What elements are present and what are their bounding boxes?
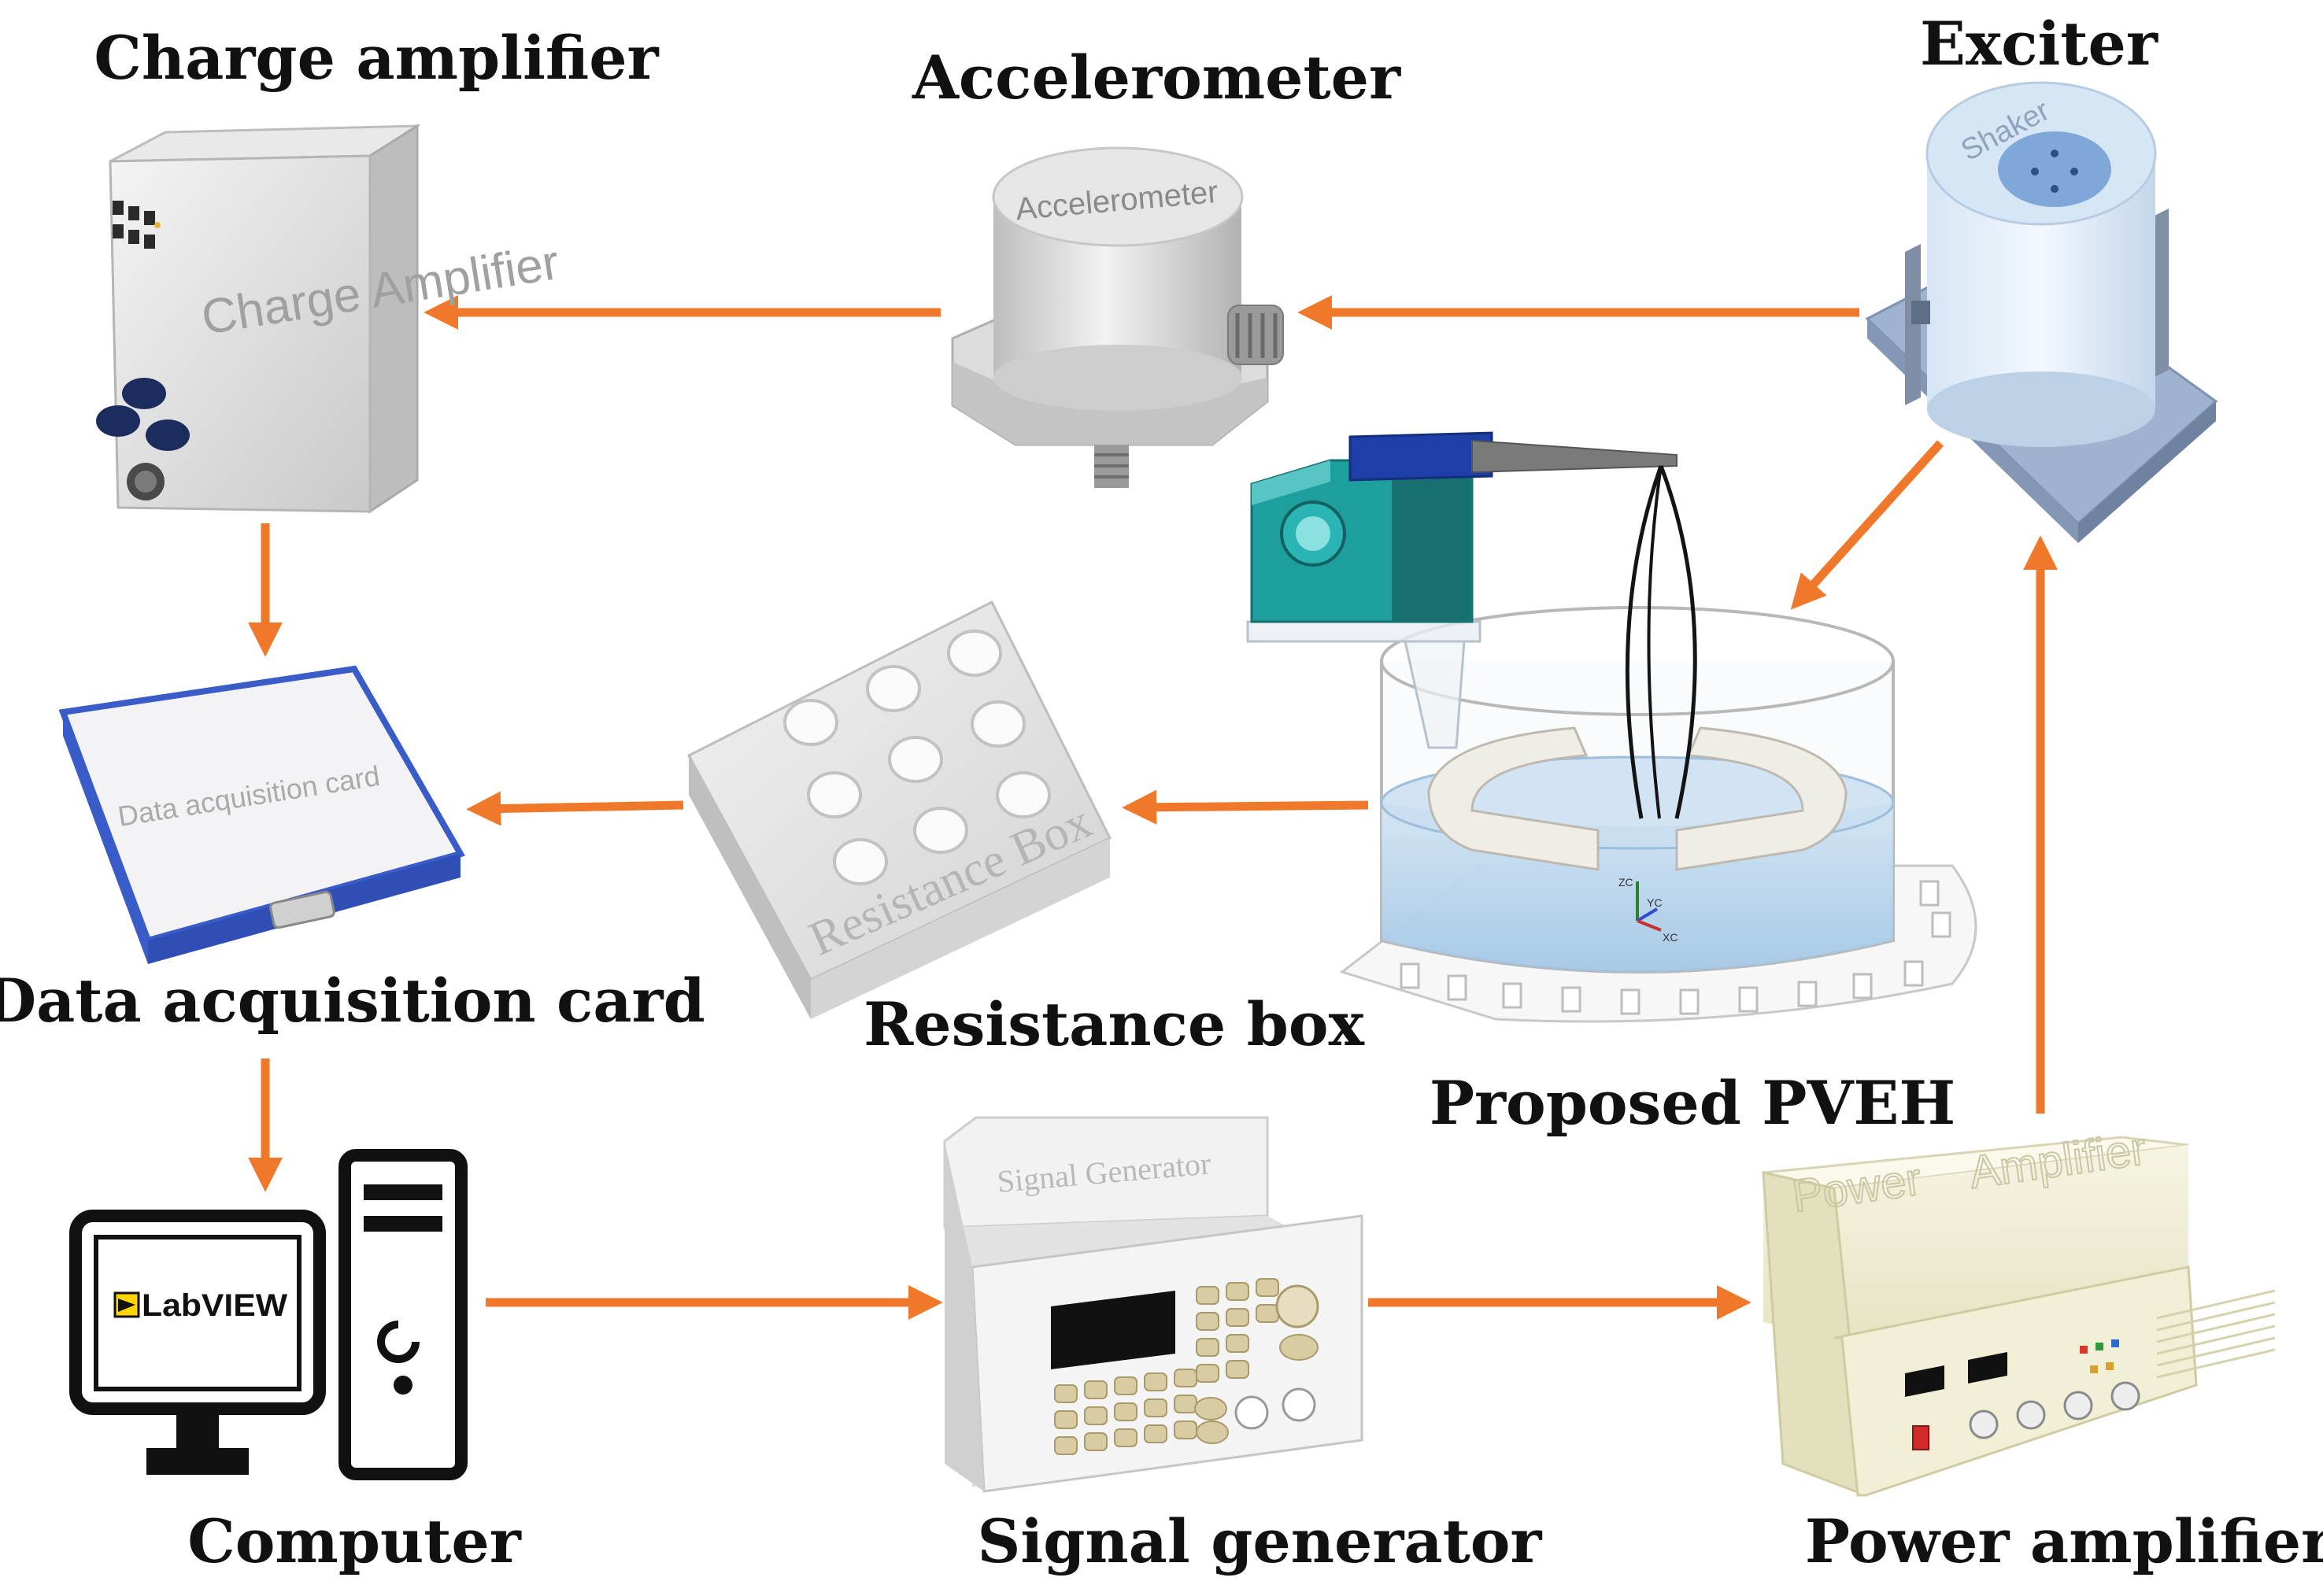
label-accelerometer: Accelerometer — [912, 42, 1401, 113]
computer-monitor-icon: LabVIEW — [69, 1210, 326, 1475]
arrow-resistance-box-to-daq — [466, 791, 684, 826]
axis-label-y: YC — [1647, 896, 1662, 909]
label-data-acquisition-card: Data acquisition card — [0, 966, 705, 1036]
daq-card-icon: Data acquisition card — [58, 665, 466, 964]
labview-logo-text: LabVIEW — [142, 1288, 287, 1323]
resistance-box-icon: Resistance Box — [686, 600, 1112, 1019]
shaker-exciter-icon: Shaker — [1865, 81, 2218, 543]
label-computer: Computer — [187, 1506, 521, 1576]
pveh-harvester-icon: ZC YC XC — [1246, 431, 1977, 1023]
charge-amplifier-device-icon: Charge Amplifier — [96, 124, 563, 514]
axis-label-z: ZC — [1618, 876, 1633, 889]
arrow-exciter-to-pveh — [1790, 440, 1944, 610]
label-proposed-pveh: Proposed PVEH — [1430, 1068, 1955, 1138]
label-signal-generator: Signal generator — [978, 1506, 1543, 1576]
arrow-pveh-to-resistance-box — [1122, 789, 1369, 825]
accelerometer-sensor-icon: Accelerometer — [951, 146, 1284, 488]
power-amplifier-device-icon: Power Amplifier — [1762, 1122, 2276, 1498]
signal-generator-device-icon: Signal Generator — [943, 1116, 1363, 1493]
axis-triad-icon — [1636, 881, 1662, 932]
label-resistance-box: Resistance box — [864, 989, 1364, 1059]
computer-icon: LabVIEW — [69, 1149, 468, 1480]
axis-label-x: XC — [1663, 931, 1678, 944]
computer-tower-icon — [338, 1149, 468, 1480]
signal-flow-arrows — [248, 295, 2058, 1320]
label-exciter: Exciter — [1920, 9, 2158, 79]
label-power-amplifier: Power amplifier — [1805, 1506, 2323, 1576]
label-charge-amplifier: Charge amplifier — [94, 23, 659, 93]
